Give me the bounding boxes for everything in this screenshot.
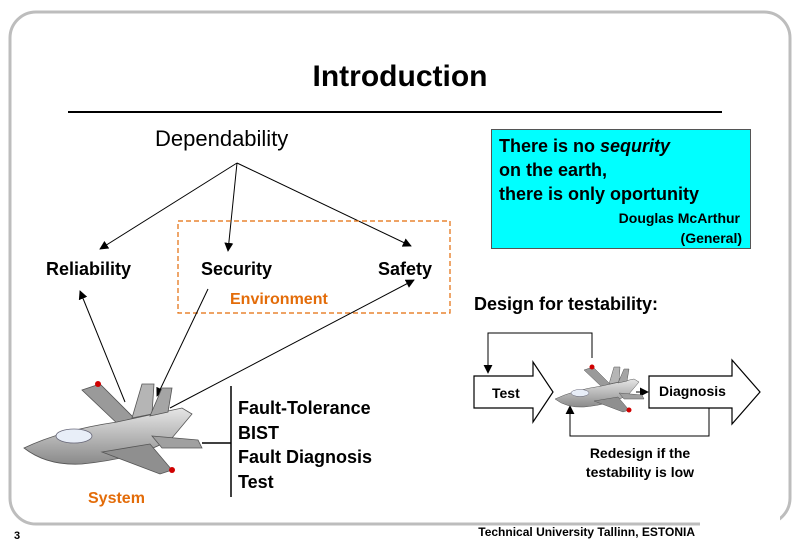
jet-icon [23,381,203,475]
test-block-arrow [473,360,554,424]
safety-label: Safety [378,259,433,279]
quote-line-1: There is no sequrity [499,136,671,156]
method-item: Fault-Tolerance [238,398,371,418]
small-jet-icon [554,364,645,413]
system-arrows [78,279,415,409]
method-item: Test [238,471,274,492]
diagnosis-label: Diagnosis [659,383,726,399]
method-item: BIST [238,422,280,443]
dependability-label: Dependability [155,126,289,151]
quote-box: There is no sequrity on the earth, there… [491,129,751,249]
reliability-label: Reliability [46,259,132,279]
quote-author: Douglas McArthur [618,210,740,226]
page-number: 3 [14,530,21,542]
methods-bracket [202,386,232,497]
system-label: System [88,490,145,507]
quote-line-2: on the earth, [499,160,608,180]
redesign-line-1: Redesign if the [589,445,691,461]
environment-box [177,220,451,314]
testability-diagram [473,332,761,437]
methods-list: Fault-Tolerance BIST Fault Diagnosis Tes… [238,396,372,494]
footer-text: Technical University Tallinn, ESTONIA [478,525,695,539]
tree-arrows [99,162,412,252]
redesign-line-2: testability is low [585,464,695,480]
test-label: Test [492,385,520,401]
quote-emphasis: sequrity [600,136,671,156]
slide-frame [8,10,792,528]
slide-title: Introduction [312,60,488,93]
testability-heading: Design for testability: [474,294,659,314]
method-item: Fault Diagnosis [238,447,373,467]
quote-line-3: there is only oportunity [499,184,700,204]
environment-label: Environment [230,291,328,308]
quote-author-title: (General) [680,230,742,246]
diagnosis-block-arrow [648,358,761,426]
security-label: Security [201,259,273,279]
